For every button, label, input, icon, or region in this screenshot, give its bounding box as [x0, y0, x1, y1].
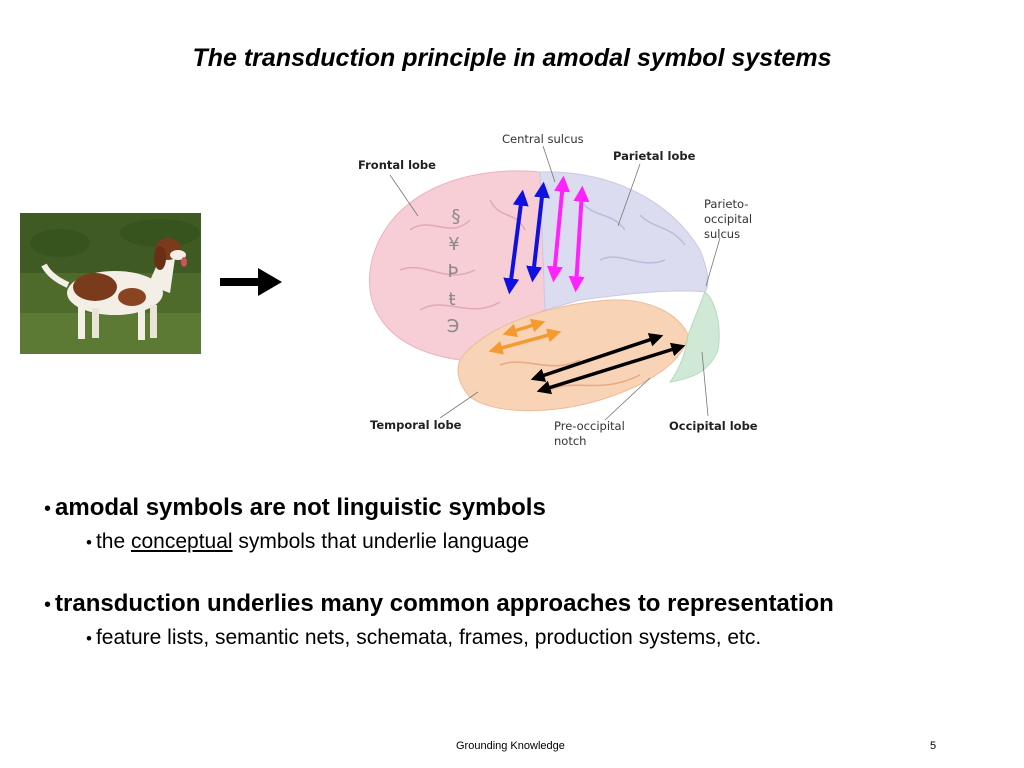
label-preoccipital-1: Pre-occipital — [554, 419, 625, 433]
slide-title: The transduction principle in amodal sym… — [192, 44, 832, 72]
bullet-1-sub: • the conceptual symbols that underlie l… — [86, 530, 1014, 554]
symbol-4: Э — [447, 316, 460, 337]
label-parieto-2: occipital — [704, 212, 752, 226]
blue-arrow-1 — [503, 189, 529, 295]
bullet-2-sub-text: feature lists, semantic nets, schemata, … — [95, 626, 762, 649]
symbol-1: ¥ — [448, 234, 459, 255]
label-temporal-lobe: Temporal lobe — [370, 418, 462, 432]
label-frontal-lobe: Frontal lobe — [358, 158, 436, 172]
magenta-arrow-1 — [546, 175, 571, 283]
right-arrow-icon — [220, 268, 282, 296]
symbol-2: Þ — [448, 261, 459, 282]
label-parieto-3: sulcus — [704, 227, 740, 241]
bullet-2-sub: • feature lists, semantic nets, schemata… — [86, 626, 1014, 650]
blue-arrow-2 — [526, 181, 550, 283]
bullet-dot: • — [86, 533, 92, 552]
footer-text: Grounding Knowledge — [456, 740, 565, 752]
bullet-dot: • — [86, 629, 92, 648]
label-preoccipital-2: notch — [554, 434, 586, 448]
bullet-list: • amodal symbols are not linguistic symb… — [44, 494, 1014, 650]
bullet-1-sub-text: the conceptual symbols that underlie lan… — [95, 530, 530, 553]
magenta-arrow-2 — [568, 185, 590, 293]
underlined-word: conceptual — [130, 530, 233, 553]
bullet-2-text: transduction underlies many common appro… — [55, 590, 834, 617]
label-parietal-lobe: Parietal lobe — [613, 149, 696, 163]
label-central-sulcus: Central sulcus — [502, 132, 584, 146]
dog-photo — [20, 213, 201, 354]
bullet-1-text: amodal symbols are not linguistic symbol… — [55, 494, 546, 521]
label-occipital-lobe: Occipital lobe — [669, 419, 758, 433]
symbol-0: § — [452, 206, 461, 227]
symbol-3: ŧ — [448, 289, 455, 310]
black-arrow-2 — [536, 342, 686, 395]
brain-diagram: § ¥ Þ ŧ Э Frontal lobe Central sulcus Pa… — [358, 132, 758, 448]
bullet-2: • transduction underlies many common app… — [44, 590, 1014, 618]
bullet-1: • amodal symbols are not linguistic symb… — [44, 494, 1014, 522]
label-parieto-1: Parieto- — [704, 197, 748, 211]
bullet-dot: • — [44, 594, 52, 616]
page-number: 5 — [930, 740, 937, 752]
bullet-dot: • — [44, 498, 52, 520]
